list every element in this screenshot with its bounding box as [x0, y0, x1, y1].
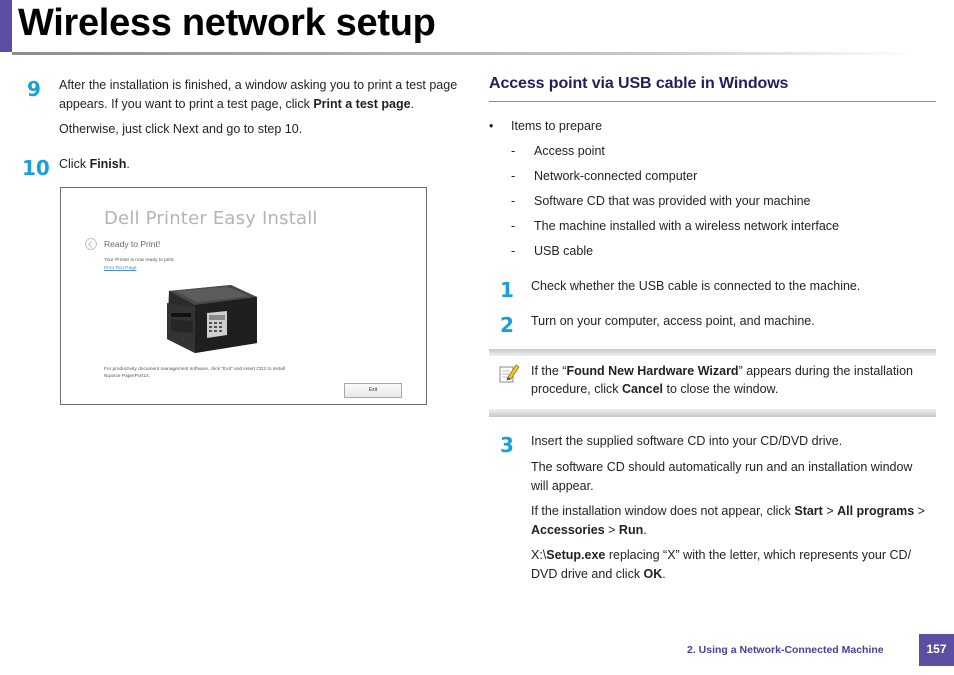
title-divider: [12, 52, 917, 55]
note-top-bar: [489, 349, 936, 356]
installer-footer-note: For productivity document management sof…: [104, 366, 334, 380]
note-pencil-icon: [499, 364, 520, 383]
back-arrow-icon[interactable]: [85, 238, 97, 250]
list-item: The machine installed with a wireless ne…: [534, 219, 839, 233]
step-9-line-2-post: .: [410, 96, 415, 111]
print-test-page-label: Print a test page: [313, 96, 411, 111]
step-3-line-5: Accessories > Run.: [531, 521, 936, 540]
step-9-line-2: appears. If you want to print a test pag…: [59, 95, 469, 114]
step-3-line-6-post: replacing “X” with the letter, which rep…: [605, 548, 912, 562]
separator: >: [822, 504, 838, 518]
note-line-2: procedure, click Cancel to close the win…: [531, 380, 931, 398]
step-3-line-4: If the installation window does not appe…: [531, 502, 936, 521]
section-divider: [489, 101, 936, 102]
ok-label: OK: [643, 566, 663, 581]
step-9-line-2-pre: appears. If you want to print a test pag…: [59, 96, 314, 111]
step-9-line-1: After the installation is finished, a wi…: [59, 78, 458, 92]
note-text: If the “Found New Hardware Wizard” appea…: [531, 362, 931, 398]
dash-symbol: -: [511, 194, 516, 208]
installer-title: Dell Printer Easy Install: [104, 208, 318, 229]
printer-image: [167, 285, 257, 353]
step-3-line-1: Insert the supplied software CD into you…: [531, 434, 843, 448]
note-line-1: If the “Found New Hardware Wizard” appea…: [531, 362, 931, 380]
step-10-text: Click Finish.: [59, 155, 130, 174]
step-2-text: Turn on your computer, access point, and…: [531, 314, 815, 328]
dash-symbol: -: [511, 219, 516, 233]
dash-symbol: -: [511, 244, 516, 258]
step-10-post: .: [126, 157, 130, 171]
step-3-line-6-pre: X:\: [531, 548, 547, 562]
step-3-line-2: The software CD should automatically run…: [531, 460, 913, 474]
items-to-prepare-label: Items to prepare: [511, 119, 603, 133]
list-item: Software CD that was provided with your …: [534, 194, 811, 208]
print-test-page-link[interactable]: Print Test Page: [104, 266, 137, 271]
footer-chapter-link[interactable]: 2. Using a Network-Connected Machine: [687, 644, 884, 656]
page-title: Wireless network setup: [18, 2, 436, 44]
step-3-line-6: X:\Setup.exe replacing “X” with the lett…: [531, 546, 936, 565]
note-line-1-post: ” appears during the installation: [738, 364, 913, 378]
step-3-if-not-appear: If the installation window does not appe…: [531, 502, 936, 539]
start-label: Start: [794, 504, 823, 518]
step-3-line-5-post: .: [643, 522, 647, 537]
cancel-label: Cancel: [622, 382, 664, 396]
list-item: Access point: [534, 144, 605, 158]
step-10-pre: Click: [59, 157, 90, 171]
bullet-symbol: •: [489, 119, 494, 133]
list-item: Network-connected computer: [534, 169, 698, 183]
separator: >: [914, 504, 925, 518]
step-3-setup: X:\Setup.exe replacing “X” with the lett…: [531, 546, 936, 583]
step-9-text: After the installation is finished, a wi…: [59, 76, 469, 113]
step-3-line-7-pre: DVD drive and click: [531, 566, 644, 581]
note-box: If the “Found New Hardware Wizard” appea…: [489, 349, 936, 417]
separator: >: [604, 522, 619, 537]
section-heading: Access point via USB cable in Windows: [489, 75, 789, 92]
page-number: 157: [919, 634, 954, 666]
dash-symbol: -: [511, 169, 516, 183]
step-3-number: 3: [500, 433, 514, 457]
title-accent-bar: [0, 0, 12, 52]
note-line-1-pre: If the “: [531, 364, 567, 378]
note-line-2-post: to close the window.: [663, 382, 779, 396]
step-3-auto-run: The software CD should automatically run…: [531, 458, 936, 495]
note-line-2-pre: procedure, click: [531, 382, 623, 396]
step-10-number: 10: [22, 156, 50, 180]
step-3-line-7-post: .: [662, 566, 666, 581]
step-1-number: 1: [500, 278, 514, 302]
step-3-line-7: DVD drive and click OK.: [531, 565, 936, 584]
step-3-line-4-pre: If the installation window does not appe…: [531, 504, 795, 518]
step-9-otherwise: Otherwise, just click Next and go to ste…: [59, 122, 303, 136]
ready-to-print-label: Ready to Print!: [104, 239, 161, 249]
dash-symbol: -: [511, 144, 516, 158]
step-2-number: 2: [500, 313, 514, 337]
all-programs-label: All programs: [837, 504, 915, 518]
ready-sub-label: Your Printer is now ready to print.: [104, 258, 175, 263]
step-3-line-3: will appear.: [531, 478, 594, 493]
setup-exe-label: Setup.exe: [546, 548, 606, 562]
found-new-hardware-wizard-label: Found New Hardware Wizard: [566, 364, 739, 378]
installer-footer-line-2: Nuance PaperPort14.: [104, 374, 151, 379]
accessories-label: Accessories: [531, 522, 605, 537]
installer-screenshot: Dell Printer Easy Install Ready to Print…: [60, 187, 427, 405]
step-9-number: 9: [27, 77, 41, 101]
note-bottom-bar: [489, 409, 936, 417]
installer-footer-line-1: For productivity document management sof…: [104, 367, 285, 372]
run-label: Run: [618, 522, 644, 537]
finish-label: Finish: [89, 157, 127, 171]
step-1-text: Check whether the USB cable is connected…: [531, 279, 861, 293]
list-item: USB cable: [534, 244, 594, 258]
exit-button[interactable]: Exit: [344, 383, 402, 398]
